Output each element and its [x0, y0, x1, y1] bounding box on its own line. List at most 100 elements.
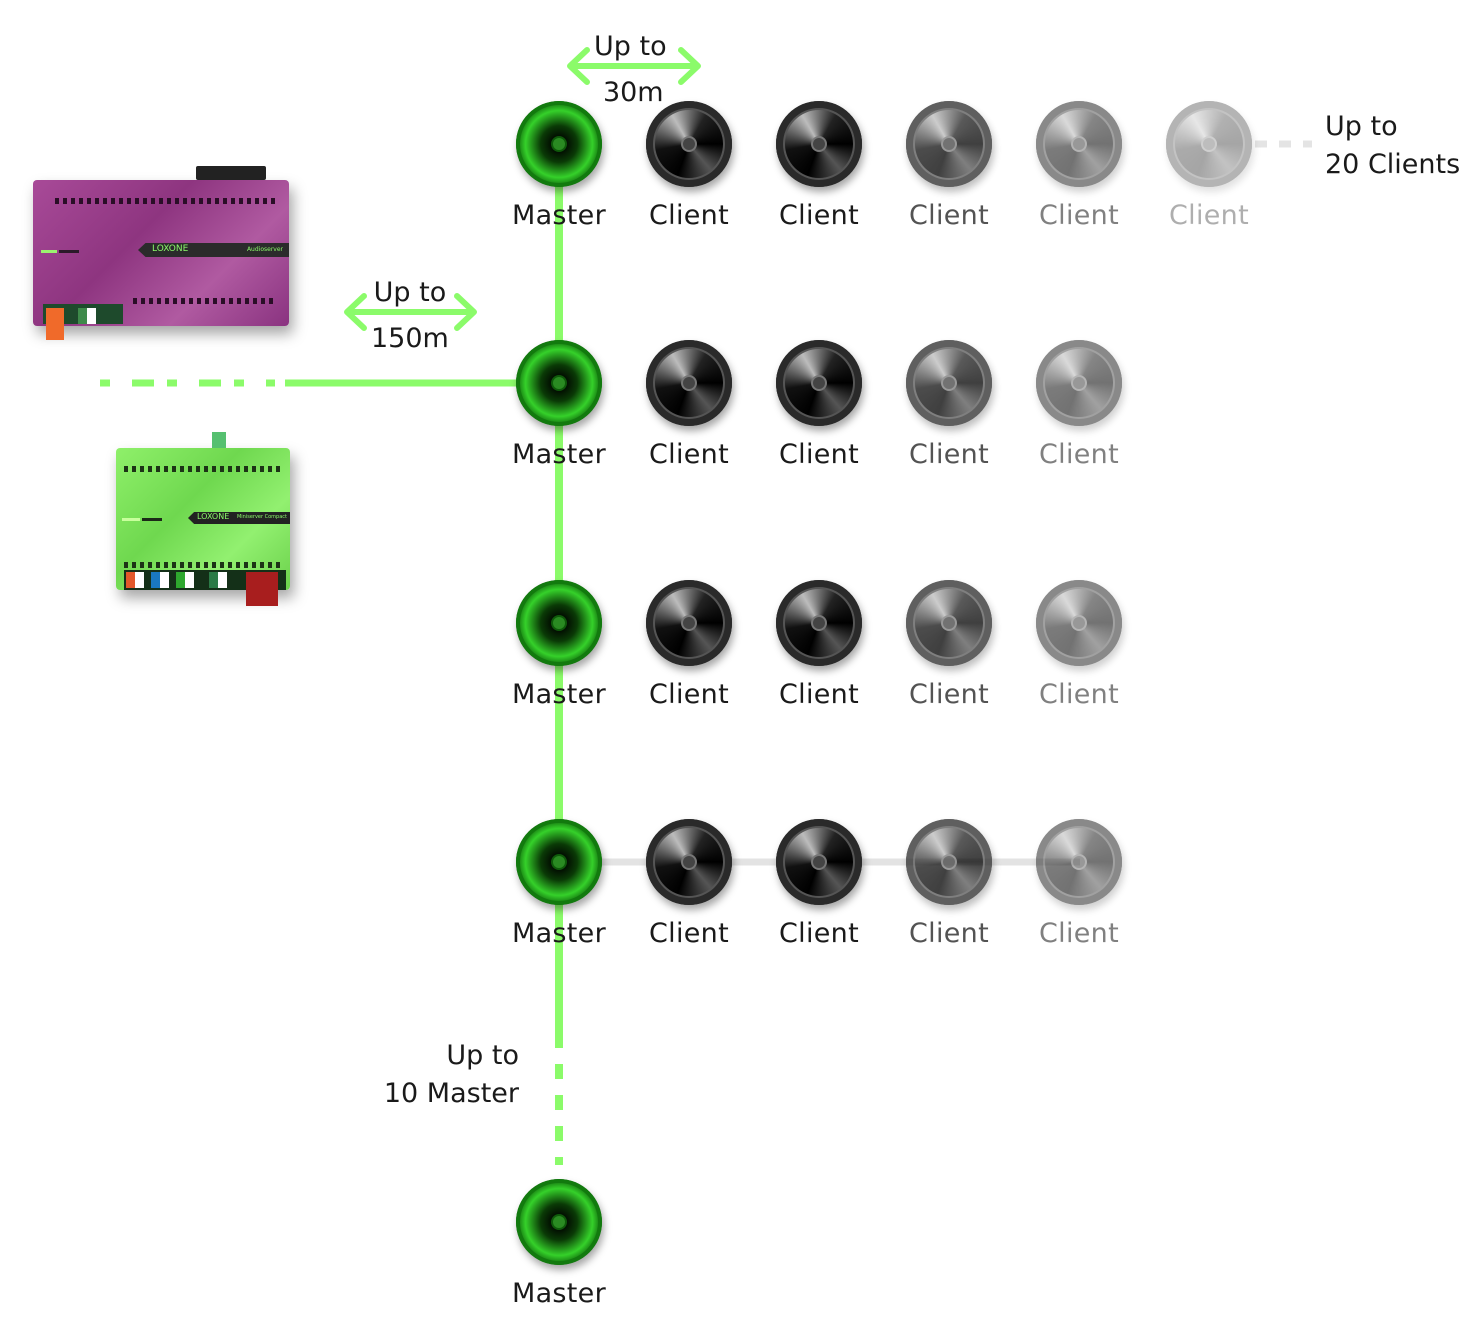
led-indicator-dark — [59, 250, 79, 253]
client-speaker — [906, 340, 992, 426]
master-label: Master — [511, 439, 607, 470]
max-masters-line1: Up to — [446, 1040, 519, 1071]
client-speaker — [646, 580, 732, 666]
client-label: Client — [1039, 200, 1119, 231]
miniserver-brand: LOXONE — [197, 512, 230, 521]
client-speaker — [776, 819, 862, 905]
client-spacing-note: Up to 30m — [594, 24, 667, 116]
speaker-center-icon — [1073, 377, 1085, 389]
master-label: Master — [511, 679, 607, 710]
client-speaker — [906, 580, 992, 666]
speaker-center-icon — [1073, 138, 1085, 150]
client-speaker — [646, 101, 732, 187]
led-indicator-dark — [142, 518, 162, 521]
client-label: Client — [649, 679, 729, 710]
speaker-center-icon — [1073, 856, 1085, 868]
client-label: Client — [909, 679, 989, 710]
speaker-center-icon — [553, 617, 565, 629]
master-speaker — [516, 819, 602, 905]
miniserver-device: LOXONE Miniserver Compact — [116, 432, 290, 606]
vent-row-top — [55, 198, 277, 204]
server-distance-line2: 150m — [371, 323, 449, 354]
client-label: Client — [909, 439, 989, 470]
speaker-center-icon — [943, 377, 955, 389]
client-label: Client — [1039, 679, 1119, 710]
audioserver-brand: LOXONE — [152, 244, 189, 254]
speaker-center-icon — [553, 1216, 565, 1228]
speaker-center-icon — [813, 138, 825, 150]
client-label: Client — [779, 200, 859, 231]
server-distance-note: Up to 150m — [371, 270, 449, 362]
connector-orange — [126, 572, 144, 588]
client-label: Client — [779, 918, 859, 949]
speaker-center-icon — [813, 856, 825, 868]
led-indicator — [122, 518, 140, 521]
master-label: Master — [511, 918, 607, 949]
client-speaker — [906, 819, 992, 905]
speaker-center-icon — [1073, 617, 1085, 629]
max-clients-line1: Up to — [1325, 111, 1398, 142]
label-plate: LOXONE Audioserver — [138, 243, 289, 257]
speaker-center-icon — [553, 138, 565, 150]
speaker-center-icon — [683, 138, 695, 150]
client-speaker — [1036, 340, 1122, 426]
terminal-block — [196, 166, 266, 180]
master-speaker — [516, 580, 602, 666]
client-speaker — [776, 580, 862, 666]
vent-row-bottom — [133, 298, 273, 304]
client-speaker — [1036, 101, 1122, 187]
max-masters-note: Up to 10 Master — [384, 1037, 519, 1113]
client-speaker — [776, 340, 862, 426]
master-label: Master — [511, 1278, 607, 1309]
client-speaker — [1036, 819, 1122, 905]
server-distance-line1: Up to — [373, 277, 447, 308]
audioserver-device: LOXONE Audioserver — [33, 166, 289, 340]
client-label: Client — [909, 918, 989, 949]
green-connector — [78, 308, 96, 324]
client-label: Client — [1169, 200, 1249, 231]
client-label: Client — [779, 439, 859, 470]
speaker-center-icon — [553, 856, 565, 868]
client-label: Client — [649, 439, 729, 470]
connector-blue — [151, 572, 169, 588]
connector-darkgreen — [209, 572, 227, 588]
client-spacing-line1: Up to — [594, 31, 667, 62]
client-label: Client — [649, 918, 729, 949]
client-speaker — [1036, 580, 1122, 666]
client-speaker — [646, 819, 732, 905]
connector-green — [176, 572, 194, 588]
label-plate: LOXONE Miniserver Compact — [188, 512, 290, 524]
speaker-center-icon — [683, 856, 695, 868]
miniserver-model: Miniserver Compact — [236, 514, 287, 520]
client-speaker — [1166, 101, 1252, 187]
client-label: Client — [649, 200, 729, 231]
speaker-center-icon — [683, 377, 695, 389]
speaker-center-icon — [683, 617, 695, 629]
vent-row-bottom — [124, 562, 284, 568]
client-label: Client — [779, 679, 859, 710]
speaker-center-icon — [943, 617, 955, 629]
client-speaker — [906, 101, 992, 187]
speaker-center-icon — [553, 377, 565, 389]
power-connector — [46, 308, 64, 340]
distance-arrow-30m — [567, 47, 701, 85]
speaker-center-icon — [813, 377, 825, 389]
max-clients-note: Up to 20 Clients — [1325, 108, 1460, 184]
max-masters-line2: 10 Master — [383, 1078, 519, 1109]
master-speaker — [516, 340, 602, 426]
client-spacing-line2: 30m — [602, 77, 664, 108]
vent-row-top — [124, 466, 284, 472]
speaker-center-icon — [943, 856, 955, 868]
led-indicator — [41, 250, 57, 253]
client-label: Client — [1039, 918, 1119, 949]
master-label: Master — [511, 200, 607, 231]
audioserver-model: Audioserver — [246, 246, 283, 253]
connector-red — [246, 572, 278, 606]
client-label: Client — [1039, 439, 1119, 470]
speaker-center-icon — [813, 617, 825, 629]
master-speaker — [516, 101, 602, 187]
speaker-center-icon — [943, 138, 955, 150]
speaker-center-icon — [1203, 138, 1215, 150]
client-speaker — [646, 340, 732, 426]
top-connector — [212, 432, 226, 448]
